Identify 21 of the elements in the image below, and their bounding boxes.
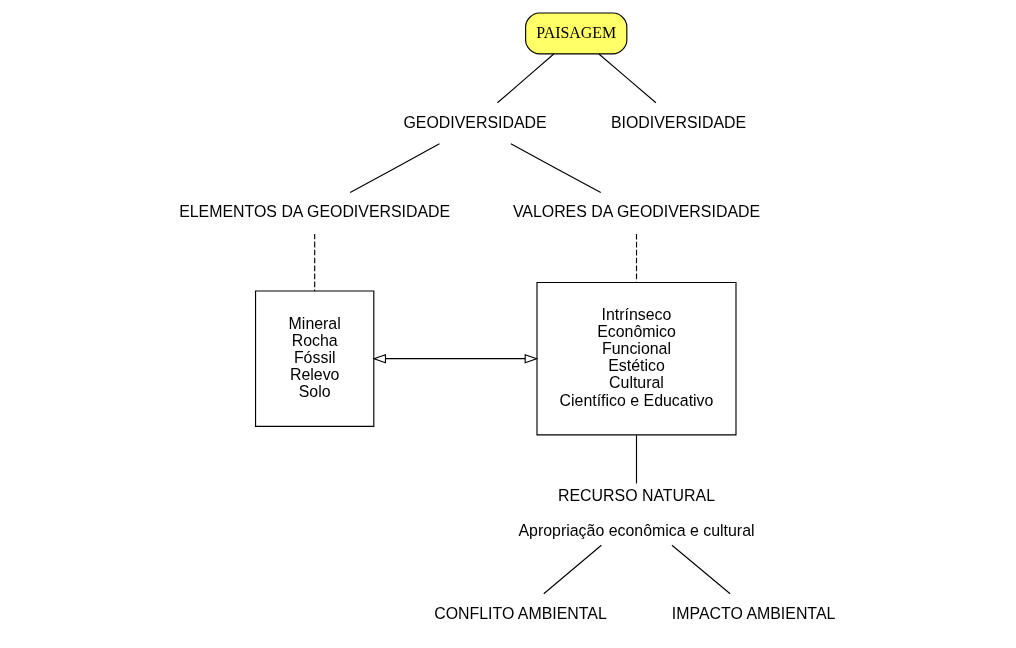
connector [635,434,638,485]
node-text: CONFLITO AMBIENTAL [434,604,607,622]
connector [510,143,602,194]
node-text: RECURSO NATURAL [557,487,716,505]
arrow [372,353,539,364]
node-box: PAISAGEM [525,12,628,55]
connector [543,544,602,595]
node-text: VALORES DA GEODIVERSIDADE [512,203,761,221]
connector [671,544,731,595]
node-box: Mineral Rocha Fóssil Relevo Solo [255,290,375,427]
connector [635,233,638,283]
node-box: Intrínseco Econômico Funcional Estético Cultural Científico e Educativo [536,281,737,436]
connector [598,53,657,104]
node-text: GEODIVERSIDADE [403,113,547,131]
connector [496,53,555,104]
node-text: IMPACTO AMBIENTAL [671,604,836,622]
node-label: Apropriação econômica e cultural [518,522,755,540]
node-text: ELEMENTOS DA GEODIVERSIDADE [179,203,451,221]
connector [314,233,316,292]
node-text: BIODIVERSIDADE [610,113,747,131]
connector [349,143,440,194]
